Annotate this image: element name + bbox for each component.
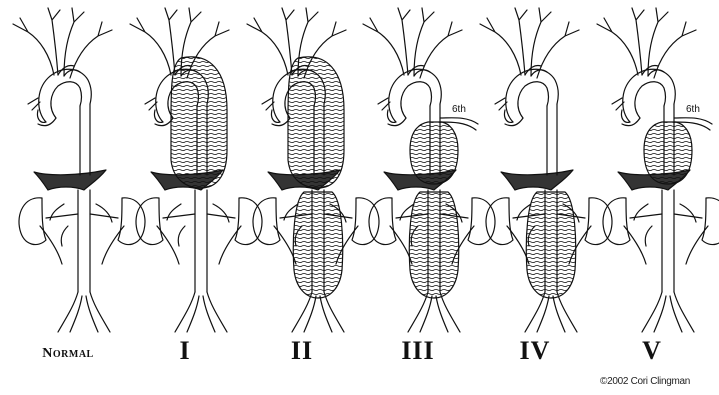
panel-label-iv: IV [485,336,585,366]
abdominal-aorta [195,190,207,292]
abdominal-aorta [78,190,90,292]
aorta-panel-normal [13,8,145,332]
mesenteric-vessels [634,204,696,246]
descending-aorta [547,104,557,175]
aortic-arch-outer [506,69,559,122]
aortic-arch-outer [389,69,442,122]
aortic-arch-outer [39,69,92,122]
aorta-panel-II [247,8,379,332]
arch-branch-vessels [13,8,112,78]
aorta-panel-V: 6th [597,8,719,332]
panel-label-iii: III [368,336,468,366]
thoracic-aneurysm [410,122,458,184]
aortic-arch-inner [51,82,82,118]
arch-branch-vessels [480,8,579,78]
aorta-panel-I [130,8,262,332]
panel-label-i: I [135,336,235,366]
abdominal-aneurysm [409,192,458,298]
abdominal-aorta [662,190,674,292]
abdominal-aneurysm [526,192,575,298]
diaphragm [501,170,573,190]
thoracic-aneurysm [644,122,692,184]
copyright-notice: ©2002 Cori Clingman [600,376,719,387]
descending-aorta [80,104,90,175]
panel-label-ii: II [252,336,352,366]
mesenteric-vessels [50,204,112,246]
abdominal-aneurysm [293,192,342,298]
arch-branch-vessels [363,8,462,78]
aorta-panel-IV [480,8,612,332]
thoracic-aneurysm [288,57,344,188]
thoracic-aneurysm [171,57,227,188]
right-kidney [702,198,719,245]
aortic-arch-outer [623,69,676,122]
arch-branch-vessels [597,8,696,78]
intercostal-label: 6th [686,104,700,115]
left-kidney [19,198,46,245]
iliac-arteries [58,292,110,332]
panel-label-normal: Normal [18,346,118,362]
intercostal-label: 6th [452,104,466,115]
aorta-panel-III: 6th [363,8,495,332]
mesenteric-vessels [167,204,229,246]
aortic-arch-inner [401,82,432,118]
aortic-arch-inner [518,82,549,118]
panel-label-v: V [602,336,702,366]
diaphragm [34,170,106,190]
iliac-arteries [642,292,694,332]
iliac-arteries [175,292,227,332]
aortic-arch-inner [635,82,666,118]
